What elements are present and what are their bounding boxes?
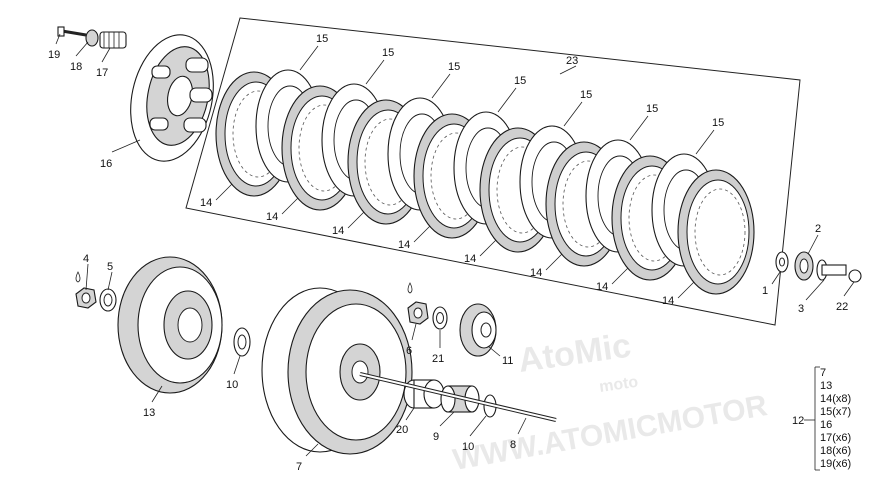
callout-17: 17	[96, 67, 108, 79]
callouts: 19 18 17 16 23 2 1 3 22 4 5 13 10 7 6 21…	[48, 33, 855, 473]
kit-item: 14(x8)	[820, 393, 851, 405]
pushrod-mushroom	[816, 259, 847, 281]
callout-1: 1	[762, 285, 768, 297]
callout-19: 19	[48, 49, 60, 61]
kit-item: 19(x6)	[820, 458, 851, 470]
callout-20: 20	[396, 424, 408, 436]
thrust-washer	[775, 251, 789, 273]
callout-23: 23	[566, 55, 578, 67]
callout-13: 13	[143, 407, 155, 419]
oil-drop-icon	[407, 282, 413, 294]
callout-6: 6	[406, 345, 412, 357]
clutch-nut	[75, 271, 97, 309]
callout-15: 15	[448, 61, 460, 73]
pressure-plate	[130, 34, 214, 162]
clutch-hub	[117, 256, 223, 394]
spring-washer	[85, 29, 99, 47]
needle-thrust-bearing	[794, 251, 814, 281]
watermark: AtoMic moto WWW.ATOMICMOTOR	[450, 327, 770, 477]
callout-11: 11	[502, 355, 513, 367]
watermark-url: WWW.ATOMICMOTOR	[450, 389, 770, 477]
kit-item: 15(x7)	[820, 406, 851, 418]
basket-bushing	[403, 379, 445, 409]
ball-bearing	[848, 269, 862, 283]
kit-item: 16	[820, 419, 832, 431]
pressure-plate-bolt	[57, 26, 87, 37]
gear-washer	[432, 306, 448, 330]
clutch-basket	[261, 287, 413, 455]
callout-15: 15	[316, 33, 328, 45]
callout-7: 7	[296, 461, 302, 473]
kit-item: 17(x6)	[820, 432, 851, 444]
callout-12: 12	[792, 415, 804, 427]
primary-drive-gear	[459, 303, 497, 357]
callout-14: 14	[266, 211, 278, 223]
oil-drop-icon	[75, 271, 81, 283]
clutch-plate-stack: 15 14 15 14 15 14 15 14 15 14 15 14 15 14 14	[200, 33, 755, 307]
callout-9: 9	[433, 431, 439, 443]
callout-14: 14	[662, 295, 674, 307]
callout-2: 2	[815, 223, 821, 235]
steel-plate	[677, 169, 755, 295]
callout-14: 14	[596, 281, 608, 293]
lock-washer	[99, 288, 117, 312]
kit-item: 7	[820, 367, 826, 379]
callout-10b: 10	[462, 441, 474, 453]
callout-8: 8	[510, 439, 516, 451]
callout-15: 15	[580, 89, 592, 101]
clutch-spring	[99, 31, 127, 49]
plate-pack-frame	[185, 17, 801, 326]
clutch-pushrod	[359, 372, 557, 422]
callout-15: 15	[514, 75, 526, 87]
callout-18: 18	[70, 61, 82, 73]
callout-14: 14	[398, 239, 410, 251]
callout-10a: 10	[226, 379, 238, 391]
callout-15: 15	[712, 117, 724, 129]
hub-thrust-washer	[233, 327, 251, 357]
callout-15: 15	[382, 47, 394, 59]
callout-22: 22	[836, 301, 848, 313]
watermark-logo-subtext: moto	[598, 374, 639, 396]
primary-gear-nut	[407, 282, 429, 325]
callout-15: 15	[646, 103, 658, 115]
callout-5: 5	[107, 261, 113, 273]
callout-14: 14	[530, 267, 542, 279]
callout-16: 16	[100, 158, 112, 170]
callout-14: 14	[464, 253, 476, 265]
callout-4: 4	[83, 253, 89, 265]
kit-item: 13	[820, 380, 832, 392]
callout-14: 14	[332, 225, 344, 237]
callout-21: 21	[432, 353, 444, 365]
callout-14: 14	[200, 197, 212, 209]
callout-3: 3	[798, 303, 804, 315]
watermark-logo: AtoMic	[516, 327, 634, 380]
kit-item: 18(x6)	[820, 445, 851, 457]
